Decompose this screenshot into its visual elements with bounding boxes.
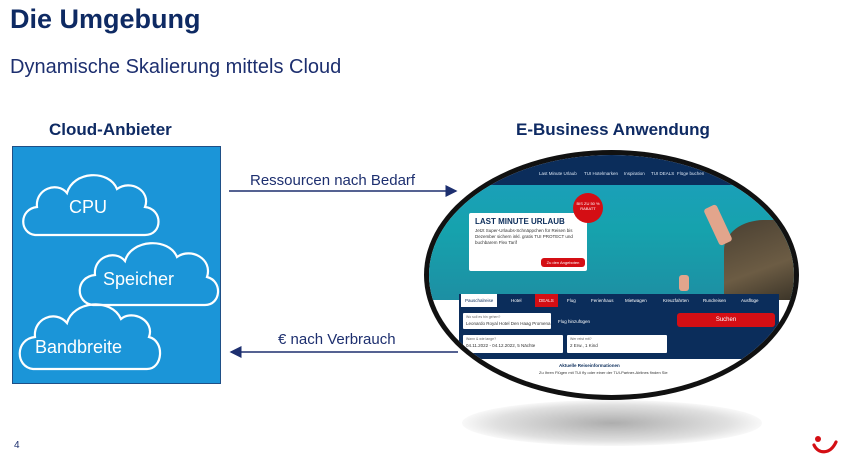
info-title: Aktuelle Reiseinformationen — [559, 363, 620, 368]
page-number: 4 — [14, 440, 20, 451]
travellers-field[interactable]: Wer reist mit? 2 Erw., 1 Kind — [567, 335, 667, 353]
promo-title: LAST MINUTE URLAUB — [475, 217, 565, 226]
destination-value: Leonardo Royal Hotel Den Haag Promena — [466, 321, 551, 326]
website-lens: Last Minute Urlaub TUI Hotelmarken Inspi… — [424, 150, 799, 400]
search-button[interactable]: Suchen — [677, 313, 775, 327]
tab-ausfluege[interactable]: Ausflüge — [741, 298, 759, 303]
destination-field[interactable]: Wo soll es hin gehen? Leonardo Royal Hot… — [463, 313, 551, 329]
promo-button[interactable]: Zu den Angeboten — [541, 258, 585, 267]
promo-text: Jetzt Super-Urlaubs-Schnäppchen für Reis… — [475, 228, 573, 245]
tab-mietwagen[interactable]: Mietwagen — [625, 298, 647, 303]
website-nav: Last Minute Urlaub TUI Hotelmarken Inspi… — [429, 155, 794, 185]
destination-label: Wo soll es hin gehen? — [466, 315, 501, 319]
speicher-label: Speicher — [103, 269, 175, 289]
swimming-person — [679, 275, 689, 291]
cpu-label: CPU — [69, 197, 108, 217]
cloud-provider-heading: Cloud-Anbieter — [49, 120, 172, 139]
tab-rundreisen[interactable]: Rundreisen — [703, 298, 727, 303]
info-text: Zu Ihren Flügen mit TUI fly oder einer d… — [539, 370, 668, 375]
flow-label-to-provider: € nach Verbrauch — [278, 331, 396, 348]
tab-deals[interactable]: DEALS — [535, 294, 558, 307]
cpu-cloud-icon — [22, 174, 160, 237]
travellers-label: Wer reist mit? — [570, 337, 592, 341]
tui-logo-icon — [812, 436, 838, 454]
nav-item[interactable]: TUI DEALS — [651, 171, 675, 176]
tab-kreuzfahrten[interactable]: Kreuzfahrten — [663, 298, 689, 303]
search-tabs: Pauschalreise Hotel DEALS Flug Ferienhau… — [459, 294, 779, 307]
tab-hotel[interactable]: Hotel — [511, 298, 522, 303]
cloud-shapes — [18, 174, 220, 371]
application-heading: E-Business Anwendung — [516, 120, 710, 139]
discount-badge: BIS ZU 50 % RABATT — [573, 193, 603, 223]
add-flight-option[interactable]: Flug hinzufügen — [555, 313, 673, 329]
tab-ferienhaus[interactable]: Ferienhaus — [591, 298, 614, 303]
dates-field[interactable]: Wann & wie lange? 04.11.2022 - 04.12.202… — [463, 335, 563, 353]
tab-flug[interactable]: Flug — [567, 298, 576, 303]
speicher-cloud-icon — [78, 242, 220, 307]
dates-value: 04.11.2022 - 04.12.2022, 5 Nächte — [466, 343, 536, 348]
tab-pauschalreise[interactable]: Pauschalreise — [461, 294, 498, 307]
dates-label: Wann & wie lange? — [466, 337, 497, 341]
flow-label-to-app: Ressourcen nach Bedarf — [250, 172, 416, 189]
slide-title: Die Umgebung — [10, 4, 201, 34]
search-panel: Wo soll es hin gehen? Leonardo Royal Hot… — [459, 307, 779, 359]
lens-shadow — [462, 400, 762, 446]
hero-image: LAST MINUTE URLAUB Jetzt Super-Urlaubs-S… — [429, 185, 794, 300]
bandbreite-cloud-icon — [18, 303, 162, 371]
bandbreite-label: Bandbreite — [35, 337, 123, 357]
nav-item[interactable]: TUI Hotelmarken — [584, 171, 619, 176]
nav-item[interactable]: Last Minute Urlaub — [539, 171, 577, 176]
add-flight-label: Flug hinzufügen — [558, 319, 591, 324]
website-screenshot: Last Minute Urlaub TUI Hotelmarken Inspi… — [429, 155, 794, 395]
cliff-rocks — [724, 220, 794, 300]
slide-subtitle: Dynamische Skalierung mittels Cloud — [10, 56, 342, 78]
travellers-value: 2 Erw., 1 Kind — [570, 343, 598, 348]
promo-card: LAST MINUTE URLAUB Jetzt Super-Urlaubs-S… — [469, 213, 587, 271]
cloud-provider-box: CPU Speicher Bandbreite — [12, 146, 221, 384]
nav-item[interactable]: Flüge buchen — [677, 171, 705, 176]
jumping-person — [703, 203, 733, 247]
nav-item[interactable]: Inspiration — [624, 171, 645, 176]
